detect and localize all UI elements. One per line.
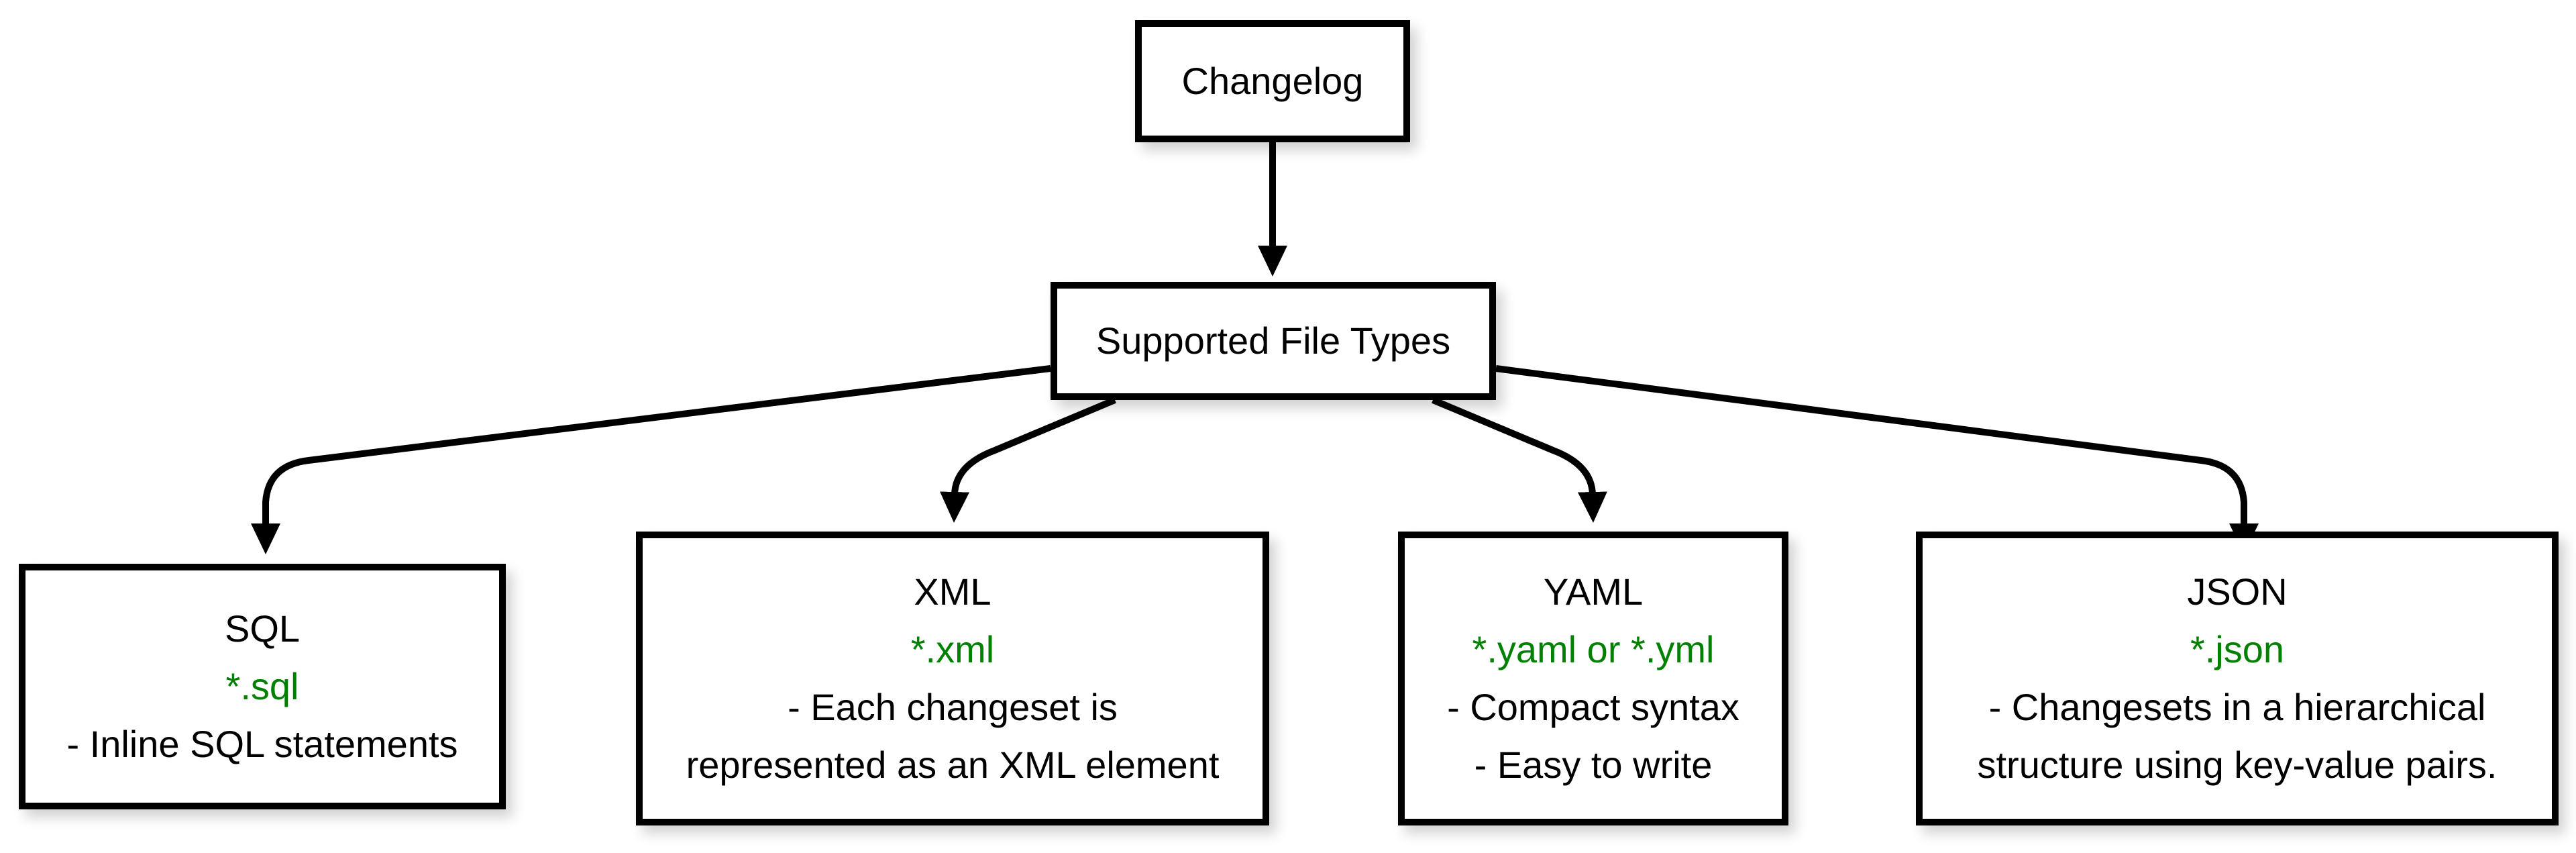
xml-extension: *.xml	[910, 628, 995, 670]
arrow-supported-to-sql	[251, 365, 1051, 554]
sql-extension: *.sql	[225, 665, 299, 707]
arrow-supported-to-xml	[940, 397, 1116, 523]
node-xml: XML *.xml - Each changeset is represente…	[636, 532, 1269, 825]
yaml-title: YAML	[1543, 570, 1644, 613]
node-supported-file-types: Supported File Types	[1051, 282, 1496, 400]
node-json: JSON *.json - Changesets in a hierarchic…	[1916, 532, 2559, 825]
json-extension: *.json	[2190, 628, 2285, 670]
arrow-supported-to-json	[1495, 365, 2259, 554]
changelog-label: Changelog	[1181, 60, 1364, 102]
node-yaml: YAML *.yaml or *.yml - Compact syntax - …	[1398, 532, 1788, 825]
sql-title: SQL	[224, 607, 301, 650]
xml-title: XML	[914, 570, 991, 613]
json-detail: structure using key-value pairs.	[1977, 744, 2498, 786]
yaml-detail: - Easy to write	[1474, 744, 1713, 786]
yaml-detail: - Compact syntax	[1447, 686, 1739, 728]
node-sql: SQL *.sql - Inline SQL statements	[19, 564, 506, 809]
xml-detail: represented as an XML element	[686, 744, 1220, 786]
json-detail: - Changesets in a hierarchical	[1988, 686, 2486, 728]
yaml-extension: *.yaml or *.yml	[1472, 628, 1715, 670]
supported-file-types-label: Supported File Types	[1095, 319, 1451, 362]
xml-detail: - Each changeset is	[788, 686, 1118, 728]
sql-detail: - Inline SQL statements	[66, 723, 458, 765]
json-title: JSON	[2187, 570, 2288, 613]
arrow-supported-to-yaml	[1432, 397, 1607, 523]
node-changelog: Changelog	[1135, 20, 1410, 142]
